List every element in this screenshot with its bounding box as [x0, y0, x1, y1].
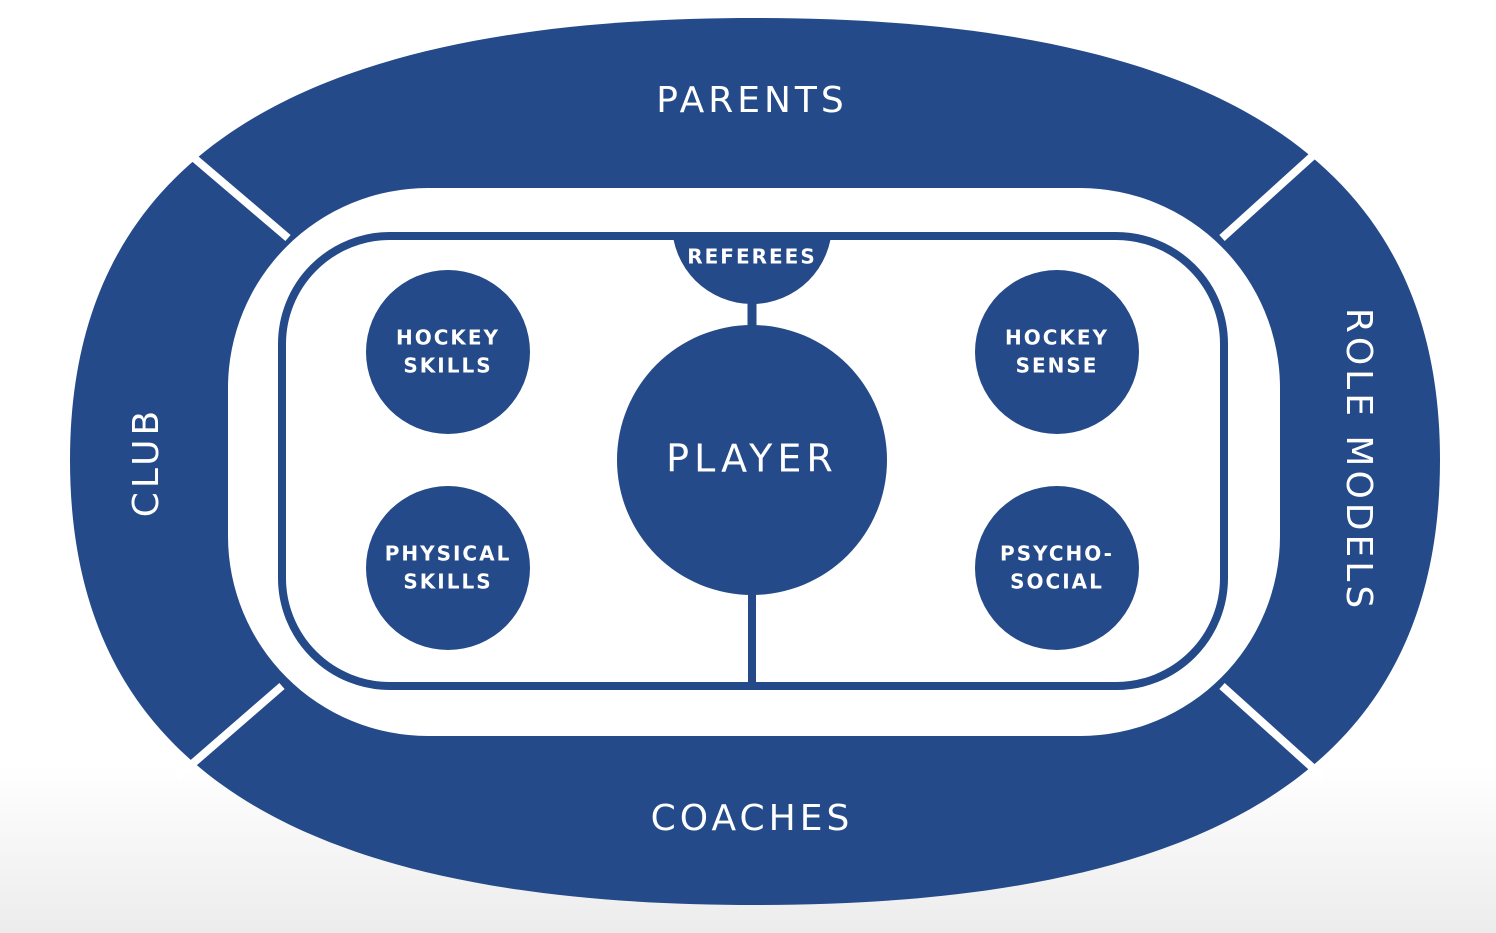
ring-dividers — [173, 139, 1331, 782]
physical-skills-label-1: PHYSICAL — [385, 542, 512, 566]
role-models-label: ROLE MODELS — [1338, 308, 1379, 612]
psycho-social-label-2: SOCIAL — [1010, 570, 1104, 594]
referees-node — [672, 236, 832, 304]
hockey-skills-label-1: HOCKEY — [396, 326, 500, 350]
hockey-sense-node — [975, 270, 1139, 434]
parents-label: PARENTS — [656, 80, 848, 121]
hockey-skills-label-2: SKILLS — [403, 354, 492, 378]
coaches-label: COACHES — [651, 798, 854, 839]
referees-label: REFEREES — [687, 245, 817, 269]
psycho-social-node — [975, 486, 1139, 650]
player-node — [617, 325, 887, 595]
physical-skills-node — [366, 486, 530, 650]
player-label: PLAYER — [666, 437, 838, 481]
hockey-sense-label-2: SENSE — [1016, 354, 1099, 378]
club-label: CLUB — [126, 407, 167, 517]
psycho-social-label-1: PSYCHO- — [1000, 542, 1114, 566]
hockey-sense-label-1: HOCKEY — [1005, 326, 1109, 350]
physical-skills-label-2: SKILLS — [403, 570, 492, 594]
hockey-skills-node — [366, 270, 530, 434]
